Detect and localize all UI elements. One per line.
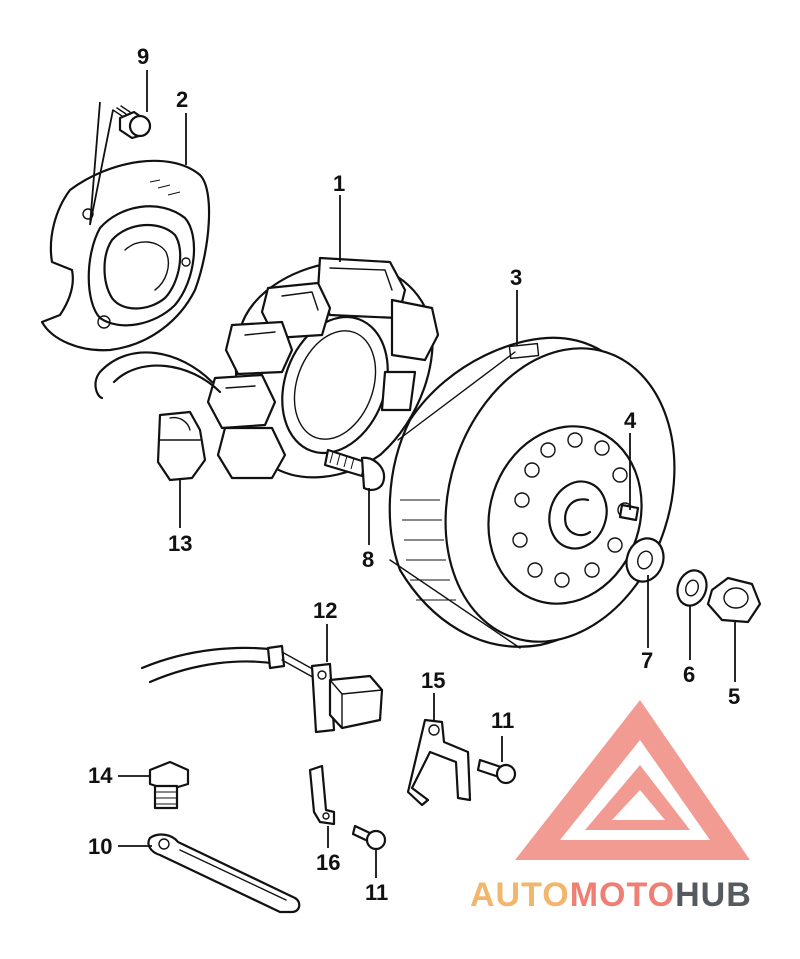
logo-triangle-mark [515, 700, 750, 860]
part-9-screw [112, 105, 152, 140]
part-16-clamp [308, 764, 336, 826]
label-part-1: 1 [333, 171, 345, 196]
label-part-4: 4 [624, 408, 637, 433]
label-part-11-upper: 11 [491, 708, 514, 733]
part-2-base-plate [40, 159, 211, 352]
part-11-screw-upper [476, 758, 517, 785]
part-number-labels: 9 2 1 3 4 13 8 12 7 6 15 5 11 14 10 16 1… [88, 44, 740, 905]
part-14-bolt [148, 760, 190, 810]
label-part-12: 12 [313, 598, 337, 623]
automotohub-logo: AUTOMOTOHUB [470, 700, 752, 914]
part-7-washer [625, 537, 665, 583]
part-11-screw-lower [351, 824, 387, 851]
part-1-stator [94, 256, 440, 491]
logo-wordmark: AUTOMOTOHUB [470, 876, 752, 914]
label-part-9: 9 [137, 44, 149, 69]
part-5-nut [706, 576, 762, 624]
logo-word-auto: AUTO [470, 876, 570, 914]
logo-word-hub: HUB [675, 876, 752, 914]
label-part-11-lower: 11 [365, 880, 388, 905]
label-part-13: 13 [168, 531, 192, 556]
part-6-lock-washer [676, 569, 708, 607]
part-10-strap [147, 833, 301, 914]
label-part-8: 8 [362, 547, 374, 572]
label-part-3: 3 [510, 265, 522, 290]
part-13-grommet [156, 410, 207, 482]
label-part-10: 10 [88, 834, 112, 859]
part-15-bracket [406, 718, 472, 807]
label-part-15: 15 [421, 668, 445, 693]
label-part-5: 5 [728, 684, 740, 709]
part-12-sensor [140, 644, 384, 734]
label-part-7: 7 [641, 648, 653, 673]
label-part-2: 2 [176, 87, 188, 112]
label-part-14: 14 [88, 763, 113, 788]
leader-lines [89, 70, 736, 878]
logo-word-moto: MOTO [570, 876, 675, 914]
part-3-flywheel [388, 336, 676, 649]
label-part-6: 6 [683, 662, 695, 687]
label-part-16: 16 [316, 850, 340, 875]
